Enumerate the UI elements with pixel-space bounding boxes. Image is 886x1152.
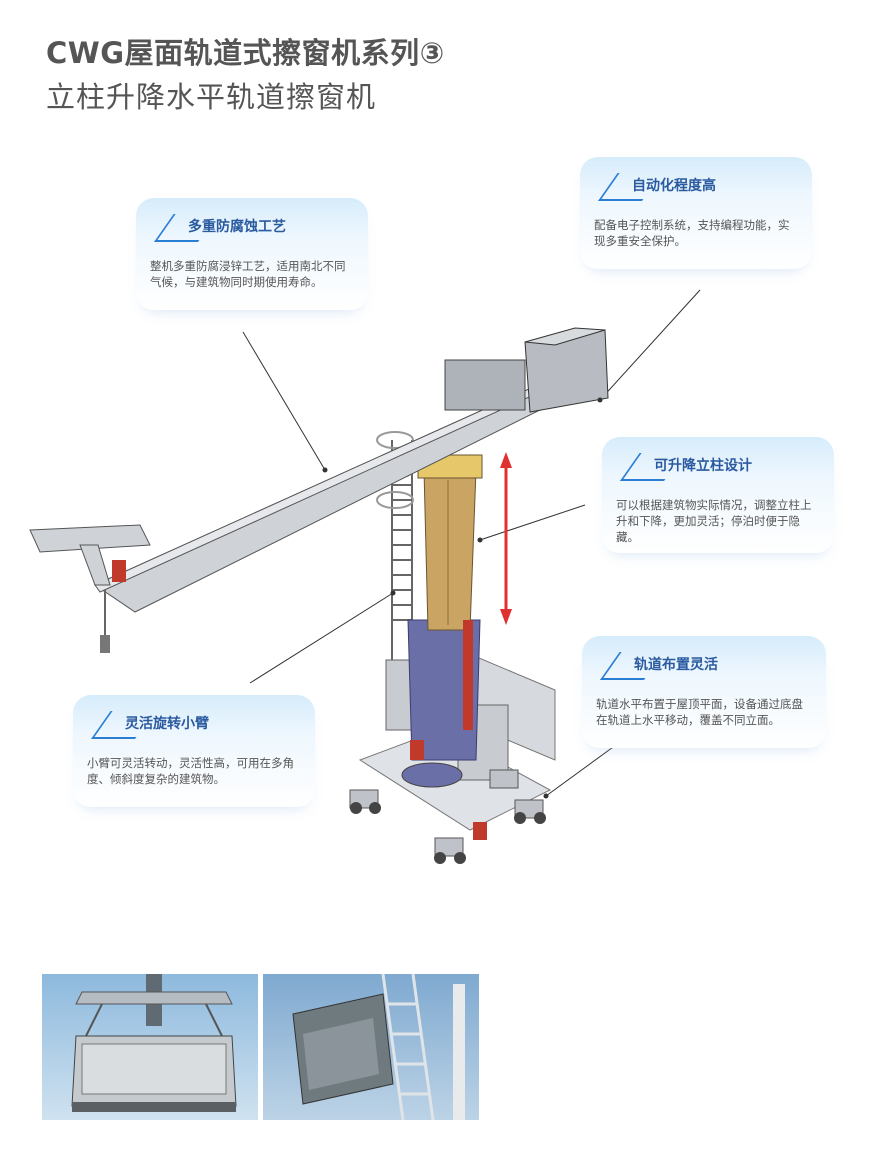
feature-title: 可升降立柱设计: [654, 458, 752, 474]
feature-card-anticorrosion: 多重防腐蚀工艺 整机多重防腐浸锌工艺，适用南北不同气候，与建筑物同时期使用寿命。: [136, 198, 368, 310]
base-chassis: [349, 619, 556, 864]
ladder-photo: [263, 974, 479, 1120]
gondola-photo: [42, 974, 258, 1120]
page-subtitle: 立柱升降水平轨道擦窗机: [46, 80, 377, 114]
leader-lines: [242, 289, 701, 797]
feature-title: 多重防腐蚀工艺: [188, 219, 286, 235]
main-boom: [29, 327, 609, 653]
feature-card-track-layout: 轨道布置灵活 轨道水平布置于屋顶平面，设备通过底盘在轨道上水平移动，覆盖不同立面…: [582, 636, 826, 748]
feature-body: 整机多重防腐浸锌工艺，适用南北不同气候，与建筑物同时期使用寿命。: [150, 259, 346, 289]
page-title: CWG屋面轨道式擦窗机系列③: [46, 36, 445, 70]
feature-body: 轨道水平布置于屋顶平面，设备通过底盘在轨道上水平移动，覆盖不同立面。: [596, 697, 803, 727]
feature-card-lifting-column: 可升降立柱设计 可以根据建筑物实际情况，调整立柱上升和下降，更加灵活；停泊时便于…: [602, 437, 834, 553]
machine-illustration: [29, 289, 701, 864]
feature-body: 配备电子控制系统，支持编程功能，实现多重安全保护。: [594, 218, 790, 248]
lift-arrow: [500, 452, 512, 625]
feature-body: 可以根据建筑物实际情况，调整立柱上升和下降，更加灵活；停泊时便于隐藏。: [616, 498, 812, 544]
feature-body: 小臂可灵活转动，灵活性高，可用在多角度、倾斜度复杂的建筑物。: [87, 756, 294, 786]
feature-card-rotating-arm: 灵活旋转小臂 小臂可灵活转动，灵活性高，可用在多角度、倾斜度复杂的建筑物。: [73, 695, 315, 807]
feature-title: 轨道布置灵活: [634, 657, 718, 673]
feature-title: 灵活旋转小臂: [125, 716, 209, 732]
feature-title: 自动化程度高: [632, 178, 716, 194]
feature-card-automation: 自动化程度高 配备电子控制系统，支持编程功能，实现多重安全保护。: [580, 157, 812, 269]
